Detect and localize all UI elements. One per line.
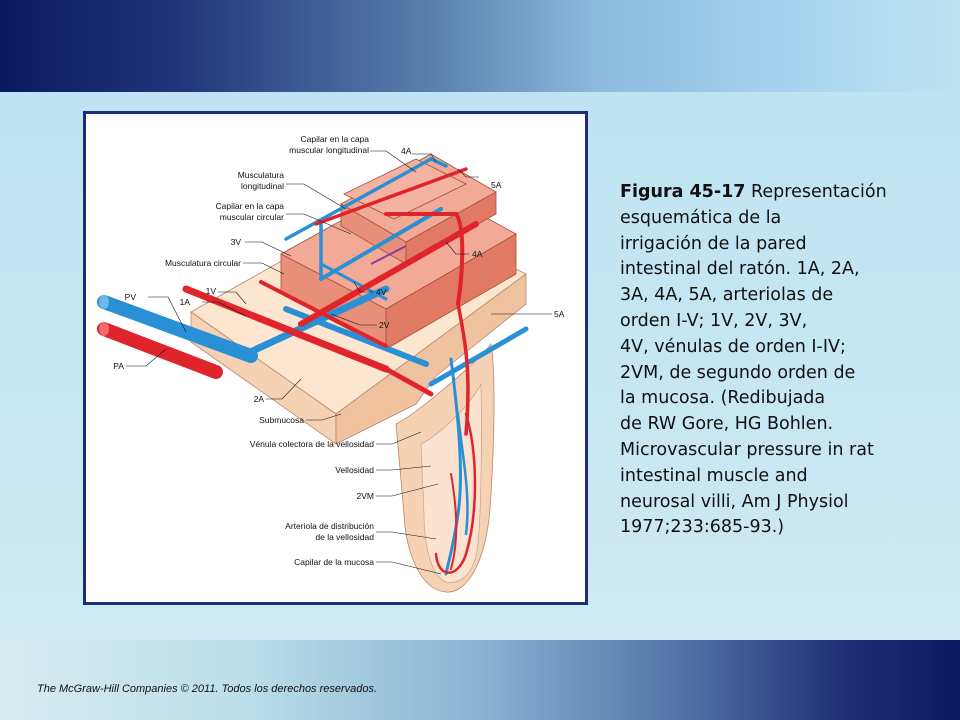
- label-venula: Vénula colectora de la vellosidad: [250, 439, 375, 449]
- label-submucosa: Submucosa: [259, 415, 304, 425]
- label-musc-long: Musculatura: [238, 170, 285, 180]
- svg-text:muscular longitudinal: muscular longitudinal: [289, 145, 369, 155]
- figure-frame: Capilar en la capa muscular longitudinal…: [83, 111, 588, 605]
- label-3v: 3V: [231, 237, 242, 247]
- label-vellosidad: Vellosidad: [335, 465, 374, 475]
- label-capilar-long: Capilar en la capa: [300, 134, 369, 144]
- label-4a-mid: 4A: [472, 249, 483, 259]
- svg-text:de la vellosidad: de la vellosidad: [315, 532, 374, 542]
- label-2v: 2V: [379, 320, 390, 330]
- label-4v: 4V: [376, 287, 387, 297]
- label-capilar-circ: Capilar en la capa: [215, 201, 284, 211]
- label-2a: 2A: [254, 394, 265, 404]
- pa-vessel: [97, 322, 223, 379]
- header-band: [0, 0, 960, 92]
- leader-lines: [126, 150, 552, 575]
- submucosa-side: [335, 273, 527, 445]
- label-5a-right: 5A: [554, 309, 565, 319]
- label-4a-top: 4A: [401, 146, 412, 156]
- figure-caption: Figura 45-17 Representación esquemática …: [620, 180, 920, 541]
- svg-text:muscular circular: muscular circular: [220, 212, 284, 222]
- intestinal-irrigation-diagram: Capilar en la capa muscular longitudinal…: [97, 134, 565, 593]
- footer-band: [0, 640, 960, 720]
- label-arteriola: Arteriola de distribución: [285, 521, 374, 531]
- veins: [97, 157, 529, 576]
- circular-muscle-side: [385, 233, 517, 350]
- caption-title: Figura 45-17: [620, 182, 746, 202]
- longitudinal-muscle-side: [405, 191, 497, 265]
- pv-vessel: [97, 295, 258, 363]
- diagram-labels: Capilar en la capa muscular longitudinal…: [113, 134, 564, 567]
- label-pv: PV: [125, 292, 137, 302]
- label-musc-circ: Musculatura circular: [165, 258, 241, 268]
- label-1v: 1V: [206, 286, 217, 296]
- label-pa: PA: [113, 361, 124, 371]
- svg-text:longitudinal: longitudinal: [241, 181, 284, 191]
- caption-text: Representación esquemática de la irrigac…: [620, 182, 887, 538]
- label-2vm: 2VM: [357, 491, 374, 501]
- label-capilar-mucosa: Capilar de la mucosa: [294, 557, 374, 567]
- copyright-footer: The McGraw-Hill Companies © 2011. Todos …: [37, 683, 378, 695]
- capillary: [370, 245, 407, 265]
- label-1a: 1A: [180, 297, 191, 307]
- label-5a-top: 5A: [491, 180, 502, 190]
